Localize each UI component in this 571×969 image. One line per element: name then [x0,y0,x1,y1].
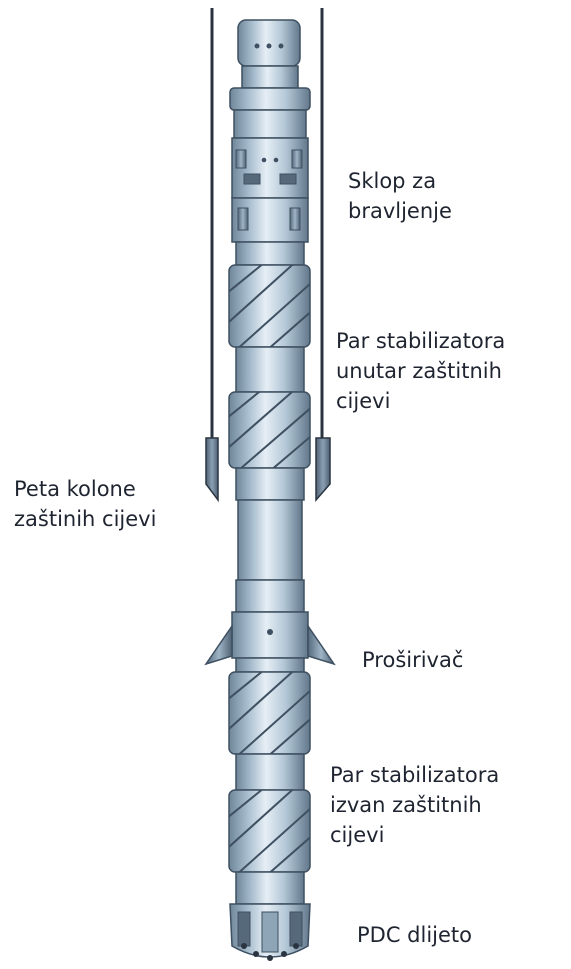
label-stabilizers-inside-casing: Par stabilizatora unutar zaštitnih cijev… [336,326,505,416]
reamer [206,612,334,672]
label-line: zaštinih cijevi [14,504,156,534]
collar-segment [236,754,304,790]
label-line: cijevi [336,386,505,416]
label-reamer: Proširivač [362,645,463,675]
label-line: bravljenje [348,196,452,226]
locking-assembly [230,20,310,265]
collar-segment [236,872,304,904]
label-line: Peta kolone [14,474,156,504]
label-line: cijevi [330,820,499,850]
label-pdc-bit: PDC dlijeto [357,920,472,950]
label-line: Proširivač [362,645,463,675]
label-line: Sklop za [348,166,452,196]
label-line: PDC dlijeto [357,920,472,950]
pdc-bit [230,904,310,961]
label-stabilizers-outside-casing: Par stabilizatora izvan zaštitnih cijevi [330,760,499,850]
collar-segment [236,347,304,392]
label-line: Par stabilizatora [330,760,499,790]
label-line: izvan zaštitnih [330,790,499,820]
label-line: Par stabilizatora [336,326,505,356]
drill-collar-middle [236,468,304,612]
label-line: unutar zaštitnih [336,356,505,386]
label-casing-shoe: Peta kolone zaštinih cijevi [14,474,156,534]
label-locking-assembly: Sklop za bravljenje [348,166,452,226]
